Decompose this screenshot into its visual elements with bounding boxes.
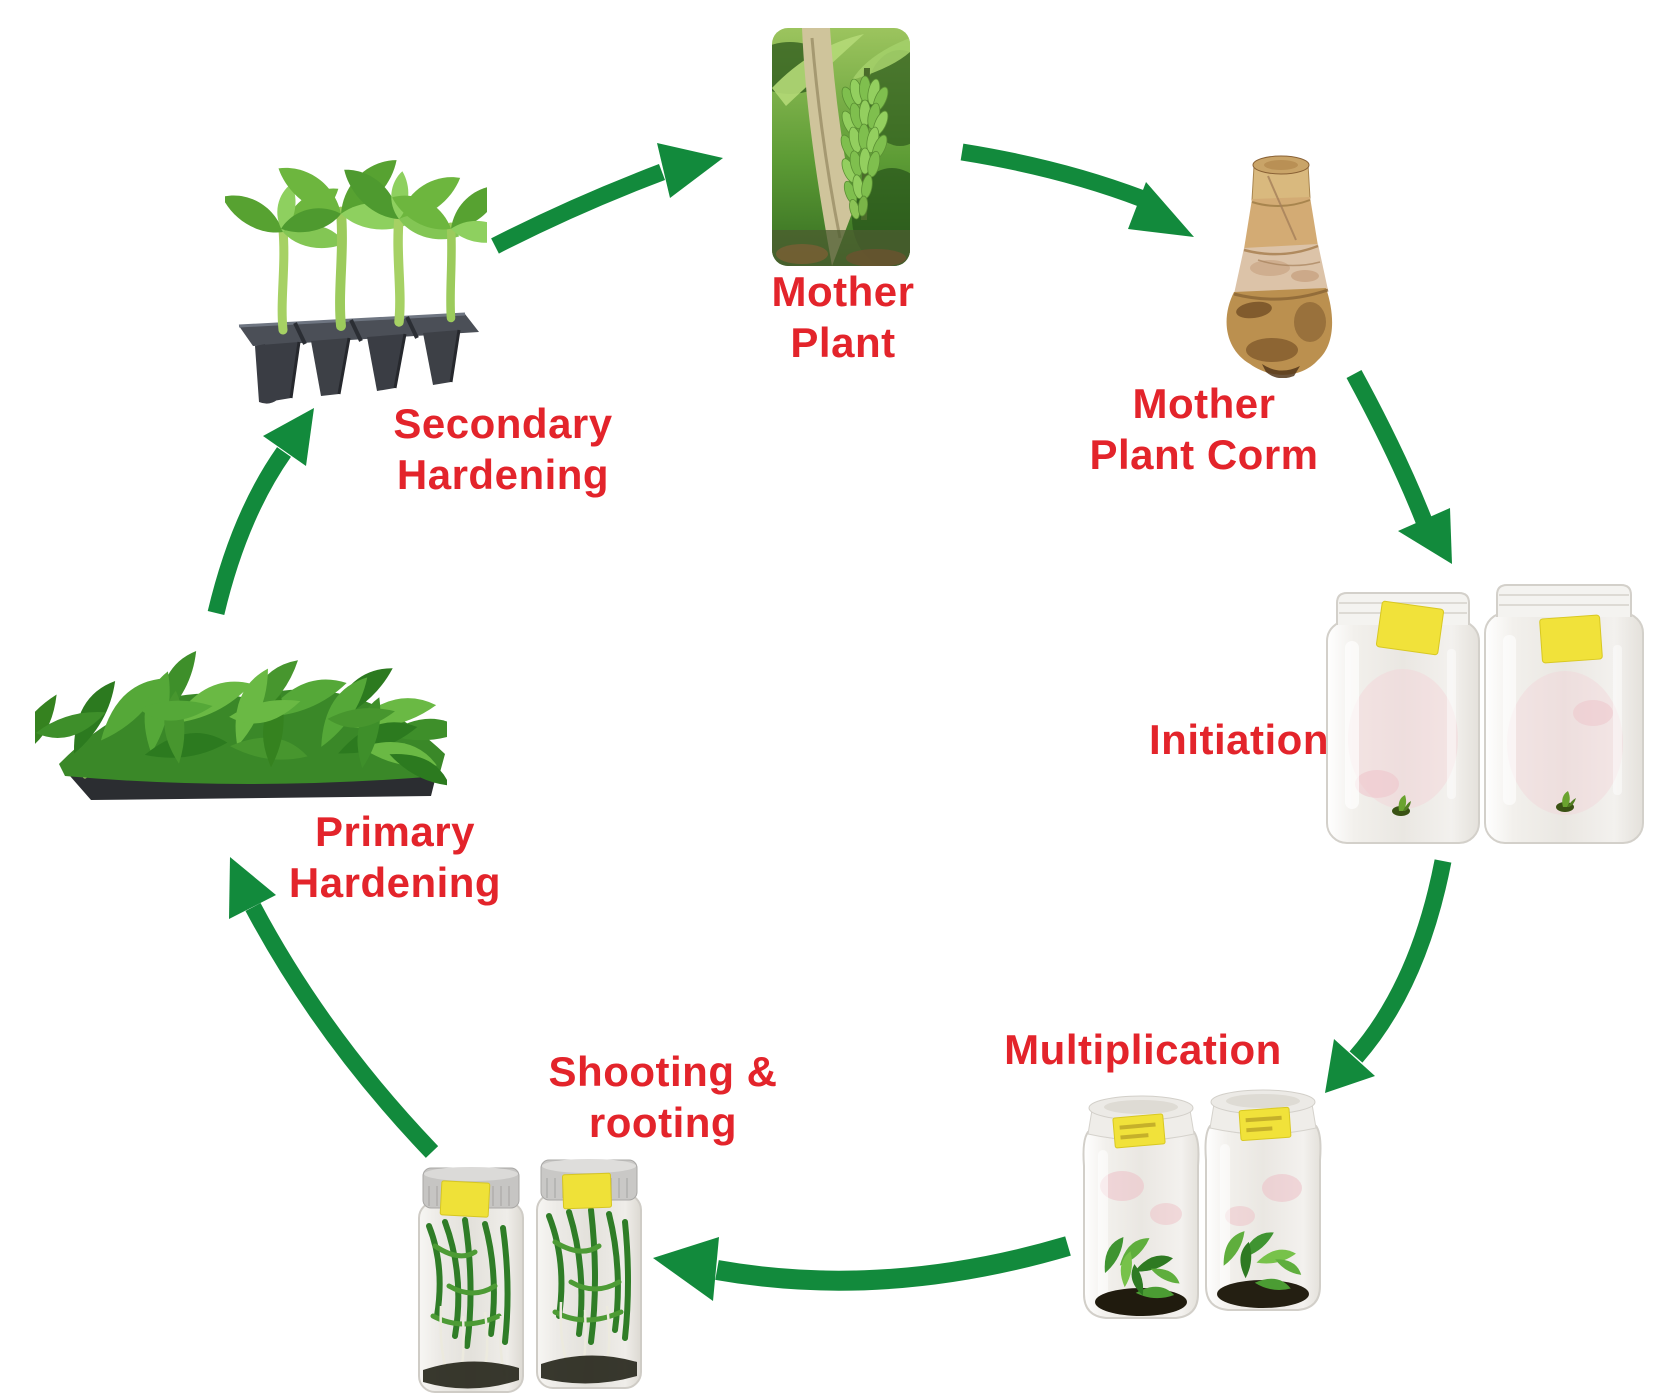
mother-plant-corm-photo xyxy=(1210,150,1352,378)
secondary-hardening-tray-photo xyxy=(225,158,487,404)
plant-mass xyxy=(423,1217,519,1389)
arrow-initiation-to-multiplication-icon xyxy=(1325,859,1452,1093)
label-line: Hardening xyxy=(396,451,610,498)
shoot-explant xyxy=(1392,795,1411,816)
multiplication-jar-left xyxy=(1082,1095,1200,1319)
plantlet-cluster xyxy=(1093,1236,1187,1316)
primary-hardening-tray-photo xyxy=(35,618,447,803)
label-line: Mother xyxy=(1132,380,1276,427)
label-secondary-hardening: Secondary Hardening xyxy=(393,398,612,500)
plant-mass xyxy=(541,1207,637,1384)
arrow-mother-to-corm-icon xyxy=(960,143,1194,237)
rooting-jar-right xyxy=(536,1159,642,1389)
arrow-primary-to-secondary-icon xyxy=(207,408,314,615)
rooting-jar-left xyxy=(418,1167,524,1393)
label-line: Plant Corm xyxy=(1089,431,1319,478)
cell-tray xyxy=(238,312,479,404)
label-line: rooting xyxy=(588,1099,738,1146)
label-line: Initiation xyxy=(1149,716,1329,763)
label-line: Shooting & xyxy=(548,1048,778,1095)
banana-plantlets xyxy=(225,158,487,335)
label-line: Primary xyxy=(315,808,475,855)
initiation-jar-right xyxy=(1484,584,1644,844)
label-line: Mother xyxy=(771,268,915,315)
shooting-rooting-jars-photo xyxy=(413,1158,650,1393)
initiation-jars-photo xyxy=(1323,583,1645,846)
label-line: Plant xyxy=(790,319,896,366)
label-initiation: Initiation xyxy=(1149,714,1329,765)
label-line: Secondary xyxy=(393,400,613,447)
yellow-label-sticker xyxy=(1375,600,1445,656)
shoot-explant xyxy=(1556,791,1576,812)
label-primary-hardening: Primary Hardening xyxy=(289,806,501,908)
label-multiplication: Multiplication xyxy=(1004,1024,1282,1075)
yellow-label-sticker xyxy=(1238,1106,1292,1142)
yellow-label-sticker xyxy=(561,1172,613,1210)
arrow-corm-to-initiation-icon xyxy=(1346,369,1452,564)
arrow-secondary-to-mother-icon xyxy=(491,143,723,254)
mother-plant-photo xyxy=(772,28,910,266)
multiplication-jars-photo xyxy=(1080,1088,1325,1323)
plantlet-cluster xyxy=(1213,1230,1309,1308)
label-mother-plant: Mother Plant xyxy=(772,266,915,368)
label-mother-plant-corm: Mother Plant Corm xyxy=(1089,378,1318,480)
initiation-jar-left xyxy=(1326,592,1480,844)
yellow-label-sticker xyxy=(439,1180,491,1218)
yellow-label-sticker xyxy=(1539,614,1603,664)
multiplication-jar-right xyxy=(1204,1089,1322,1311)
label-line: Multiplication xyxy=(1004,1026,1282,1073)
arrow-multiplication-to-shooting-icon xyxy=(653,1236,1071,1301)
label-shooting-rooting: Shooting & rooting xyxy=(549,1046,778,1148)
label-line: Hardening xyxy=(288,859,502,906)
yellow-label-sticker xyxy=(1112,1113,1166,1149)
